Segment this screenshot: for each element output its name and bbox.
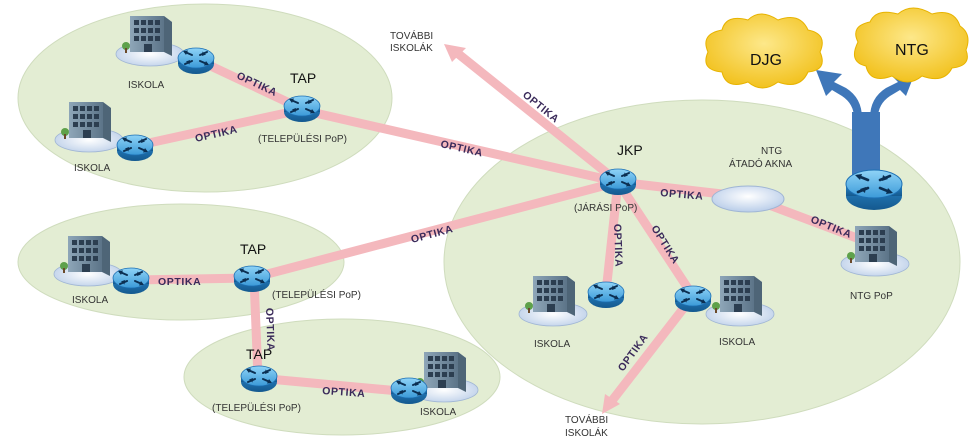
- telepulesi-pop-label: (TELEPÜLÉSI PoP): [258, 132, 347, 145]
- optika-label: OPTIKA: [263, 308, 277, 352]
- optika-label: OPTIKA: [611, 224, 625, 268]
- link-tap1-jkp: [297, 105, 623, 187]
- manhole-icon: [711, 185, 785, 213]
- link-tap2-jkp: [247, 177, 623, 283]
- zone-middle-left: [17, 203, 345, 321]
- further-schools-top-line2: ISKOLÁK: [390, 41, 433, 54]
- zone-jkp: [443, 99, 961, 425]
- cloud-icon: [853, 7, 969, 83]
- link-jkp-further-top: [451, 47, 623, 187]
- cloud-djg-label: DJG: [750, 52, 782, 69]
- jkp-label: JKP: [617, 142, 643, 158]
- school-label: ISKOLA: [74, 163, 110, 174]
- router-icon: [177, 47, 215, 75]
- further-schools-bottom-line2: ISKOLÁK: [565, 426, 608, 439]
- school-label: ISKOLA: [534, 339, 570, 350]
- uplink-arrow-icon: [816, 70, 916, 178]
- further-schools-bottom-line1: TOVÁBBI: [565, 413, 608, 426]
- zone-bottom: [183, 318, 501, 436]
- school-label: ISKOLA: [420, 407, 456, 418]
- jarasi-pop-label: (JÁRÁSI PoP): [574, 201, 637, 214]
- arrow-icon: [444, 44, 466, 62]
- router-icon: [390, 377, 428, 405]
- tap-label: TAP: [290, 70, 316, 86]
- router-icon: [240, 365, 278, 393]
- link-jkp-school5: [613, 177, 698, 301]
- optika-label: OPTIKA: [322, 385, 366, 400]
- router-icon: [844, 168, 904, 212]
- arrow-icon: [602, 394, 620, 414]
- link-school5-further-bottom: [606, 291, 698, 407]
- router-icon: [112, 267, 150, 295]
- link-tap1-school2: [130, 105, 305, 151]
- link-jkp-school4: [601, 177, 623, 297]
- router-icon: [116, 134, 154, 162]
- ntg-atado-akna-line2: ÁTADÓ AKNA: [729, 157, 792, 170]
- link-tap3-school6: [253, 373, 415, 397]
- router-icon: [233, 265, 271, 293]
- cloud-icon: [705, 13, 823, 89]
- optika-label: OPTIKA: [660, 187, 704, 203]
- link-tap2-school3: [129, 273, 255, 285]
- school-label: ISKOLA: [128, 80, 164, 91]
- cloud-ntg-label: NTG: [895, 42, 929, 59]
- router-icon: [674, 285, 712, 313]
- router-icon: [283, 95, 321, 123]
- router-icon: [599, 168, 637, 196]
- telepulesi-pop-label: (TELEPÜLÉSI PoP): [212, 401, 301, 414]
- link-tap2-tap3: [249, 273, 263, 383]
- link-tap1-school1: [193, 55, 305, 113]
- tap-label: TAP: [240, 241, 266, 257]
- school-label: ISKOLA: [719, 337, 755, 348]
- router-icon: [587, 281, 625, 309]
- school-label: ISKOLA: [72, 295, 108, 306]
- optika-label: OPTIKA: [158, 276, 201, 288]
- tap-label: TAP: [246, 346, 272, 362]
- telepulesi-pop-label: (TELEPÜLÉSI PoP): [272, 288, 361, 301]
- ntg-pop-label: NTG PoP: [850, 291, 893, 302]
- further-schools-top-line1: TOVÁBBI: [390, 29, 433, 42]
- optika-label: OPTIKA: [439, 138, 484, 159]
- ntg-atado-akna-line1: NTG: [761, 146, 782, 157]
- optical-links: [129, 47, 867, 407]
